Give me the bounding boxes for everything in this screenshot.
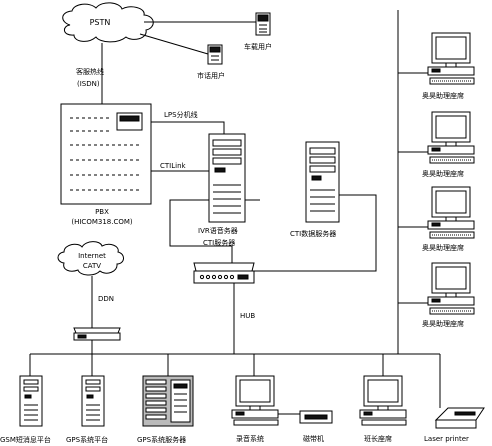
recording-workstation: [231, 354, 279, 426]
agent-workstation-2: [398, 111, 475, 164]
pstn-cloud: PSTN: [62, 2, 154, 43]
customer-hotline-label: 客服热线: [76, 67, 104, 76]
pstn-label: PSTN: [90, 18, 111, 27]
internet-cloud: Internet CATV: [57, 241, 124, 276]
ivr-server-label-line1: IVR语音务器: [198, 226, 238, 235]
lps-extension-label: LPS分机线: [164, 110, 198, 119]
ddn-modem: [73, 327, 121, 341]
catv-label: CATV: [83, 262, 101, 270]
agent-seat-label-4: 奥昊助理座席: [422, 319, 464, 328]
agent-workstation-3: [398, 186, 475, 239]
gps-server-label: GPS系统服务器: [137, 435, 186, 444]
gsm-sms-platform-label: GSM短消息平台: [0, 435, 51, 444]
hub-device: [193, 262, 255, 284]
pbx-cabinet: [60, 103, 152, 205]
cti-data-hub-link: [254, 194, 377, 272]
agent-workstation-4: [398, 262, 475, 315]
car-phone-user-label: 车载用户: [244, 42, 272, 51]
desk-phone-icon: [207, 44, 223, 65]
cti-link-label: CTILink: [160, 162, 187, 170]
pbx-label: PBX: [95, 208, 109, 216]
tape-drive-label: 磁带机: [303, 434, 324, 443]
ivr-cti-server-tower: [208, 133, 246, 223]
ddn-label: DDN: [98, 295, 114, 303]
lps-link: [151, 121, 225, 134]
gps-platform-tower: [81, 354, 105, 427]
isdn-label: (ISDN): [77, 80, 100, 88]
supervisor-seat-label: 班长座席: [364, 434, 392, 443]
internet-label: Internet: [78, 252, 106, 260]
agent-seat-label-3: 奥昊助理座席: [422, 243, 464, 252]
pbx-model-label: (HICOM318.COM): [71, 218, 133, 226]
ivr-hub-link: [169, 199, 233, 263]
ivr-server-label-line2: CTI服务器: [203, 238, 235, 247]
recording-system-label: 录音系统: [236, 434, 264, 443]
supervisor-workstation: [359, 354, 407, 426]
cti-data-server-label: CTI数据服务器: [290, 229, 336, 238]
car-phone-icon: [255, 12, 271, 36]
laser-printer: [434, 354, 485, 429]
pstn-fixed-link: [139, 33, 209, 55]
tape-drive: [278, 410, 333, 424]
gsm-sms-platform-tower: [19, 354, 43, 427]
agent-workstation-1: [398, 32, 475, 85]
fixed-phone-user-label: 市话用户: [197, 71, 225, 80]
gps-platform-label: GPS系统平台: [66, 435, 108, 444]
gps-server-rack: [142, 354, 194, 427]
agent-seat-label-2: 奥昊助理座席: [422, 169, 464, 178]
laser-printer-label: Laser printer: [424, 435, 469, 443]
agent-seat-label-1: 奥昊助理座席: [422, 91, 464, 100]
hub-label: HUB: [240, 312, 255, 320]
cti-data-server-tower: [305, 141, 340, 223]
